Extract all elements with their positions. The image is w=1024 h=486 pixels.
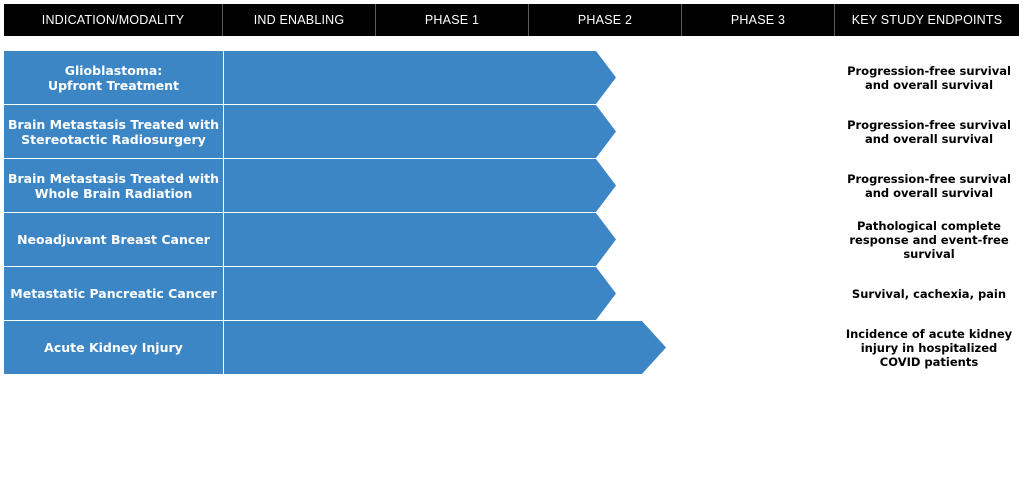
header-key-endpoints: KEY STUDY ENDPOINTS (851, 13, 1003, 27)
header-phase-1: PHASE 1 (376, 4, 529, 36)
key-endpoint: Progression-free survival and overall su… (847, 171, 1011, 200)
header-indication: INDICATION/MODALITY (4, 4, 223, 36)
progress-arrow (224, 267, 616, 320)
indication-label: Brain Metastasis Treated with Stereotact… (4, 105, 223, 158)
header-phase-3: PHASE 3 (682, 4, 835, 36)
progress-arrow (224, 159, 616, 212)
indication-label: Brain Metastasis Treated with Whole Brai… (4, 159, 223, 212)
key-endpoint: Pathological complete response and event… (849, 218, 1009, 261)
progress-arrow (224, 51, 616, 104)
key-endpoint: Survival, cachexia, pain (851, 286, 1007, 301)
progress-arrow (224, 105, 616, 158)
header-ind-enabling: IND ENABLING (223, 4, 376, 36)
key-endpoint: Progression-free survival and overall su… (847, 63, 1011, 92)
progress-arrow (224, 213, 616, 266)
indication-label: Metastatic Pancreatic Cancer (4, 267, 223, 320)
header-phase-2: PHASE 2 (529, 4, 682, 36)
indication-label: Glioblastoma: Upfront Treatment (4, 51, 223, 104)
key-endpoint: Incidence of acute kidney injury in hosp… (845, 326, 1013, 369)
indication-label: Neoadjuvant Breast Cancer (4, 213, 223, 266)
indication-label: Acute Kidney Injury (4, 321, 223, 374)
key-endpoint: Progression-free survival and overall su… (847, 117, 1011, 146)
progress-arrow (224, 321, 666, 374)
pipeline-header: INDICATION/MODALITY IND ENABLING PHASE 1… (4, 4, 1019, 36)
